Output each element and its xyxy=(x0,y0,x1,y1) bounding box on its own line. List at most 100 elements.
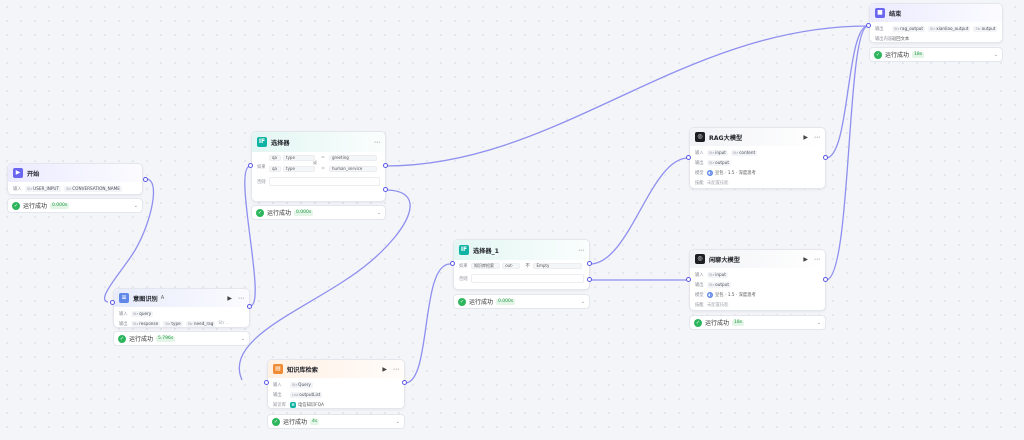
chat-output-label: 输出 xyxy=(695,282,704,288)
rag-input-handle[interactable] xyxy=(686,155,691,160)
status-duration: 4s xyxy=(310,418,320,425)
start-output-handle[interactable] xyxy=(143,177,148,182)
selector1-condition-row[interactable]: 如果 知识库检索 out- 不 Empty xyxy=(459,262,584,269)
selector-if-handle[interactable] xyxy=(383,163,388,168)
end-status-bar[interactable]: ✓ 运行成功 18s ⌄ xyxy=(869,47,1003,62)
success-check-icon: ✓ xyxy=(874,50,882,59)
chevron-down-icon[interactable]: ⌄ xyxy=(240,335,245,342)
chat-input-label: 输入 xyxy=(695,272,704,278)
chevron-down-icon[interactable]: ⌄ xyxy=(816,319,821,326)
kb-status-bar[interactable]: ✓ 运行成功 4s ⌄ xyxy=(267,414,405,429)
rag-output-handle[interactable] xyxy=(823,155,828,160)
selector-input-handle[interactable] xyxy=(248,163,253,168)
selector1-else-box[interactable] xyxy=(471,274,584,283)
more-icon[interactable]: ⋯ xyxy=(814,133,820,141)
selector1-node[interactable]: IF 选择器_1 ⋯ 如果 知识库检索 out- 不 Empty 否则 xyxy=(453,239,590,290)
selector1-input-handle[interactable] xyxy=(450,261,455,266)
chevron-down-icon[interactable]: ⌄ xyxy=(993,51,998,58)
selector1-if-handle[interactable] xyxy=(587,261,592,266)
more-icon[interactable]: ⋯ xyxy=(814,255,820,263)
selector-icon: IF xyxy=(459,245,469,255)
start-status-bar[interactable]: ✓ 运行成功 0.000s ⌄ xyxy=(7,198,143,213)
rag-input-label: 输入 xyxy=(695,150,704,156)
more-icon[interactable]: ⋯ xyxy=(374,138,380,146)
selector-status-bar[interactable]: ✓ 运行成功 0.000s ⌄ xyxy=(251,205,386,220)
intent-input-label: 输入 xyxy=(119,311,128,317)
database-icon: ≡ xyxy=(290,401,296,408)
edge-selector1-rag xyxy=(589,157,689,265)
intent-input-handle[interactable] xyxy=(110,300,115,305)
more-icon[interactable]: ⋯ xyxy=(578,246,584,254)
chat-model: 豆包 · 1.5 · 深度思考 xyxy=(715,292,756,298)
llm-model-icon: ◎ xyxy=(695,254,705,264)
chat-skill-label: 技能 xyxy=(695,302,704,308)
selector-icon: IF xyxy=(257,137,267,147)
selector-node[interactable]: IF 选择器 ⋯ 如果 qa type = greeting 或 qa type… xyxy=(251,131,386,202)
selector1-title: 选择器_1 xyxy=(473,247,499,255)
run-icon[interactable]: ▶ xyxy=(227,294,232,302)
rag-model: 豆包 · 1.5 · 深度思考 xyxy=(715,170,756,176)
end-content-label: 输出内容 xyxy=(875,36,893,42)
kb-name: 电信知识FQA xyxy=(298,402,324,408)
selector-else-handle[interactable] xyxy=(383,187,388,192)
intent-status-bar[interactable]: ✓ 运行成功 5.796s ⌄ xyxy=(113,331,250,346)
status-duration: 0.000s xyxy=(496,298,516,305)
chevron-down-icon[interactable]: ⌄ xyxy=(580,298,585,305)
edge-intent-selector xyxy=(244,165,256,307)
selector-title: 选择器 xyxy=(271,139,290,147)
intent-title: 意图识别 xyxy=(133,295,158,303)
chevron-down-icon[interactable]: ⌄ xyxy=(395,418,400,425)
end-input-handle[interactable] xyxy=(866,23,871,28)
run-icon[interactable]: ▶ xyxy=(803,133,808,141)
status-text: 运行成功 xyxy=(705,320,730,327)
selector1-else-handle[interactable] xyxy=(587,277,592,282)
kb-label: 知识库 xyxy=(273,402,286,408)
more-icon[interactable]: ⋯ xyxy=(393,365,399,373)
chevron-down-icon[interactable]: ⌄ xyxy=(133,202,138,209)
selector-condition-row[interactable]: qa type = human_service xyxy=(269,165,380,172)
status-text: 运行成功 xyxy=(283,419,308,426)
knowledge-base-icon: ▤ xyxy=(273,364,283,374)
chat-status-bar[interactable]: ✓ 运行成功 18s ⌄ xyxy=(689,315,826,330)
status-text: 运行成功 xyxy=(23,203,48,210)
chevron-down-icon[interactable]: ⌄ xyxy=(376,209,381,216)
more-icon[interactable]: ⋯ xyxy=(238,294,244,302)
start-input-label: 输入 xyxy=(13,186,22,192)
kb-input-handle[interactable] xyxy=(264,380,269,385)
selector1-status-bar[interactable]: ✓ 运行成功 0.000s ⌄ xyxy=(453,294,590,309)
status-duration: 5.796s xyxy=(156,335,176,342)
intent-icon: ≡ xyxy=(119,293,129,303)
doubao-icon: ◐ xyxy=(707,291,713,298)
kb-output-handle[interactable] xyxy=(402,380,407,385)
chat-output-handle[interactable] xyxy=(823,277,828,282)
run-icon[interactable]: ▶ xyxy=(382,365,387,373)
intent-output-handle[interactable] xyxy=(247,304,252,309)
selector-else-box[interactable] xyxy=(269,177,380,186)
edge-rag-end xyxy=(825,25,869,159)
rag-skill-label: 技能 xyxy=(695,180,704,186)
chat-input-handle[interactable] xyxy=(686,277,691,282)
run-icon[interactable]: ▶ xyxy=(803,255,808,263)
selector1-else-label: 否则 xyxy=(459,276,468,282)
edge-chat-end xyxy=(825,25,869,281)
selector-condition-row[interactable]: qa type = greeting xyxy=(269,154,380,161)
doubao-icon: ◐ xyxy=(707,169,713,176)
chat-title: 闲聊大模型 xyxy=(709,256,740,264)
edge-kb-selector1 xyxy=(404,263,451,384)
status-duration: 0.000s xyxy=(294,209,314,216)
